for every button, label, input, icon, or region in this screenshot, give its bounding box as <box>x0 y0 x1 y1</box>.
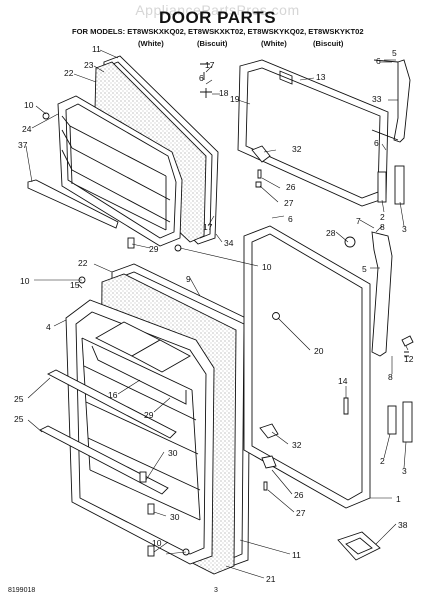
callout-24: 24 <box>22 124 32 134</box>
callout-5: 5 <box>392 48 397 58</box>
callout-27: 27 <box>284 198 294 208</box>
page-title: DOOR PARTS <box>158 8 277 27</box>
callout-22: 22 <box>64 68 74 78</box>
callout-6: 6 <box>199 73 204 83</box>
refrigerator-door-liner <box>65 299 215 565</box>
callout-11: 11 <box>92 44 101 54</box>
callout-30: 30 <box>170 512 180 522</box>
color-label-2: (Biscuit) <box>197 39 228 48</box>
callout-34: 34 <box>224 238 234 248</box>
callout-6: 6 <box>374 138 379 148</box>
callout-17: 17 <box>203 222 213 232</box>
callout-1: 1 <box>396 494 401 504</box>
callout-11: 11 <box>292 550 301 560</box>
freezer-handle <box>393 59 411 143</box>
callout-7: 7 <box>356 216 361 226</box>
callout-26: 26 <box>286 182 296 192</box>
color-label-4: (Biscuit) <box>313 39 344 48</box>
callout-10: 10 <box>24 100 34 110</box>
shelf-rail-2 <box>39 425 169 495</box>
callout-29: 29 <box>144 410 154 420</box>
callout-10: 10 <box>152 538 162 548</box>
callout-17: 17 <box>205 60 215 70</box>
callout-14: 14 <box>338 376 348 386</box>
callout-10: 10 <box>20 276 30 286</box>
callout-32: 32 <box>292 440 302 450</box>
callout-8: 8 <box>388 372 393 382</box>
callout-27: 27 <box>296 508 306 518</box>
callout-3: 3 <box>402 224 407 234</box>
freezer-bottom-rail <box>27 179 119 229</box>
callout-25: 25 <box>14 394 24 404</box>
callout-23: 23 <box>84 60 94 70</box>
refrigerator-handle <box>371 231 393 357</box>
callout-6: 6 <box>376 56 381 66</box>
callout-25: 25 <box>14 414 24 424</box>
callout-22: 22 <box>78 258 88 268</box>
callout-28: 28 <box>326 228 336 238</box>
color-label-3: (White) <box>261 39 287 48</box>
callout-21: 21 <box>266 574 276 584</box>
page-number: 3 <box>214 587 218 594</box>
callout-8: 8 <box>380 222 385 232</box>
callout-9: 9 <box>186 274 191 284</box>
callout-26: 26 <box>294 490 304 500</box>
color-label-1: (White) <box>138 39 164 48</box>
callout-6: 6 <box>288 214 293 224</box>
callout-38: 38 <box>398 520 408 530</box>
callout-3: 3 <box>402 466 407 476</box>
callout-30: 30 <box>168 448 178 458</box>
callout-10: 10 <box>262 262 272 272</box>
watermark: AppliancePartsPros.com <box>135 2 300 18</box>
callout-16: 16 <box>108 390 118 400</box>
callout-33: 33 <box>372 94 382 104</box>
callout-5: 5 <box>362 264 367 274</box>
callout-18: 18 <box>219 88 229 98</box>
models-line: FOR MODELS: ET8WSKXKQ02, ET8WSKXKT02, ET… <box>72 27 364 36</box>
callout-2: 2 <box>380 456 385 466</box>
callout-29: 29 <box>149 244 159 254</box>
callout-4: 4 <box>46 322 51 332</box>
callout-32: 32 <box>292 144 302 154</box>
freezer-outer-door <box>237 59 389 207</box>
document-number: 8199018 <box>8 587 36 594</box>
freezer-door-liner <box>57 95 183 247</box>
hinge-cover <box>337 531 381 561</box>
callout-13: 13 <box>316 72 326 82</box>
callout-20: 20 <box>314 346 324 356</box>
shelf-rail-1 <box>47 369 177 439</box>
callout-15: 15 <box>70 280 80 290</box>
callout-37: 37 <box>18 140 28 150</box>
callout-19: 19 <box>230 94 240 104</box>
callout-12: 12 <box>404 354 414 364</box>
callout-2: 2 <box>380 212 385 222</box>
